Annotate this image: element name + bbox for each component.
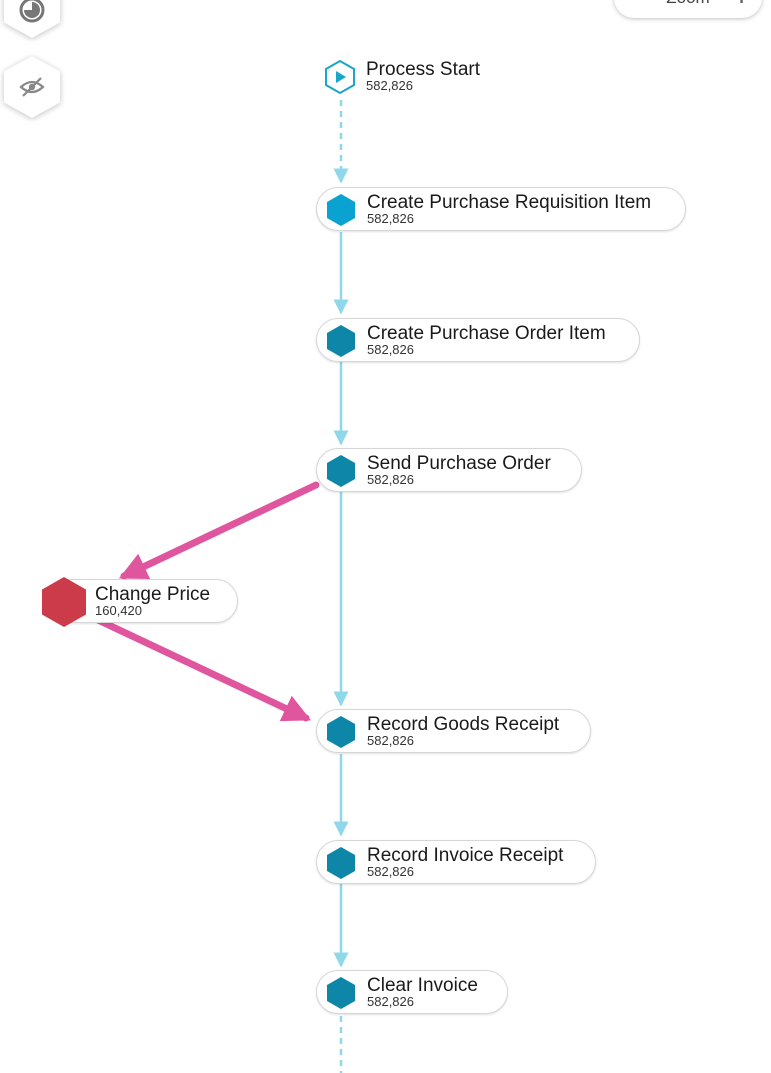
node-count: 582,826: [367, 733, 414, 748]
node-label: Clear Invoice: [367, 975, 478, 996]
activity-hex-icon: [326, 715, 356, 749]
activity-hex-icon: [326, 324, 356, 358]
node-send-purchase-order[interactable]: Send Purchase Order 582,826: [316, 448, 582, 492]
node-create-purchase-order-item[interactable]: Create Purchase Order Item 582,826: [316, 318, 640, 362]
zoom-out-button[interactable]: −: [628, 0, 641, 9]
node-label: Create Purchase Requisition Item: [367, 192, 652, 213]
zoom-control: − Zoom +: [614, 0, 762, 18]
edge-send-to-change-price[interactable]: [118, 481, 320, 580]
activity-hex-icon: [326, 454, 356, 488]
zoom-in-button[interactable]: +: [735, 0, 748, 9]
node-record-goods-receipt[interactable]: Record Goods Receipt 582,826: [316, 709, 591, 753]
node-count: 582,826: [367, 472, 414, 487]
node-label: Change Price: [95, 584, 211, 605]
node-change-price[interactable]: Change Price 160,420: [42, 577, 238, 627]
node-record-invoice-receipt[interactable]: Record Invoice Receipt 582,826: [316, 840, 596, 884]
node-label: Create Purchase Order Item: [367, 323, 606, 344]
node-label: Record Goods Receipt: [367, 714, 560, 735]
node-clear-invoice[interactable]: Clear Invoice 582,826: [316, 970, 508, 1014]
node-count: 582,826: [367, 211, 414, 226]
node-label: Send Purchase Order: [367, 453, 551, 474]
overview-toggle-button[interactable]: [4, 0, 60, 38]
activity-hex-icon: [41, 576, 87, 628]
edge-change-price-to-goods-receipt[interactable]: [94, 616, 312, 722]
play-icon: [325, 60, 355, 94]
eye-hidden-icon: [19, 77, 45, 97]
node-label: Process Start: [366, 59, 481, 80]
activity-hex-icon: [326, 976, 356, 1010]
visibility-toggle-button[interactable]: [4, 56, 60, 118]
node-create-purchase-requisition-item[interactable]: Create Purchase Requisition Item 582,826: [316, 187, 686, 231]
node-process-start[interactable]: Process Start 582,826: [316, 58, 516, 102]
node-count: 582,826: [367, 994, 414, 1009]
node-count: 582,826: [366, 78, 413, 93]
node-label: Record Invoice Receipt: [367, 845, 564, 866]
node-count: 582,826: [367, 864, 414, 879]
zoom-label: Zoom: [666, 0, 709, 8]
activity-hex-icon: [326, 193, 356, 227]
pie-chart-icon: [19, 0, 45, 23]
activity-hex-icon: [326, 846, 356, 880]
node-count: 582,826: [367, 342, 414, 357]
node-count: 160,420: [95, 603, 142, 618]
